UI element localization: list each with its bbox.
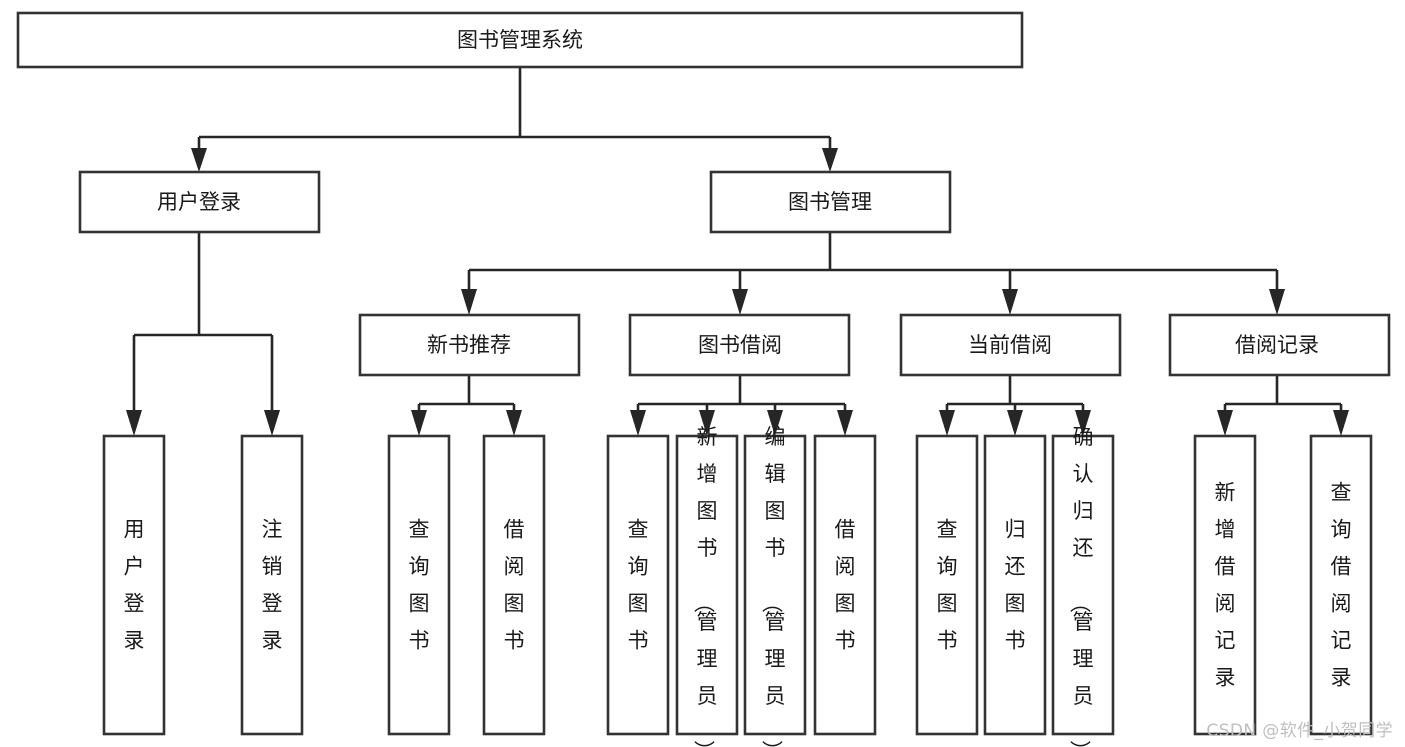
arrow-head-leaf-add-borrow-record [1217, 410, 1233, 436]
leaf-logout-login-label: 注销登录 [262, 518, 283, 653]
node-user-login-label: 用户登录 [157, 190, 241, 214]
connector-book-borrow-to-leaves [630, 375, 853, 436]
arrow-head-leaf-query-book-2 [630, 410, 646, 436]
leaf-confirm-return-label: 确认归还（管理员） [1068, 425, 1094, 747]
node-book-borrow[interactable]: 图书借阅 [628, 313, 851, 377]
leaf-query-book-3-label: 查询图书 [937, 518, 958, 653]
node-book-management-label: 图书管理 [788, 190, 872, 214]
leaf-query-book-3-box[interactable] [915, 434, 979, 736]
arrow-head-leaf-query-borrow-record [1333, 410, 1349, 436]
connector-new-book-recommend-to-leaves [411, 375, 522, 436]
leaf-node-add-book[interactable]: 新增图书（管理员） [675, 425, 739, 747]
arrow-head-book-borrow [732, 289, 748, 315]
arrow-head-leaf-edit-book [767, 410, 783, 436]
leaf-edit-book-label: 编辑图书（管理员） [760, 425, 786, 747]
node-user-login-box[interactable] [78, 170, 321, 234]
leaf-query-book-1-label: 查询图书 [409, 518, 430, 653]
arrow-head-current-borrow [1002, 289, 1018, 315]
leaf-add-borrow-record-box[interactable] [1193, 434, 1257, 736]
leaf-node-query-borrow-record[interactable]: 查询借阅记录 [1309, 434, 1373, 736]
node-book-borrow-label: 图书借阅 [698, 333, 782, 357]
leaf-node-query-book-3[interactable]: 查询图书 [915, 434, 979, 736]
node-borrow-record[interactable]: 借阅记录 [1168, 313, 1391, 377]
node-root-box[interactable] [16, 11, 1024, 69]
leaf-add-borrow-record-label: 新增借阅记录 [1215, 481, 1236, 690]
node-borrow-record-label: 借阅记录 [1235, 333, 1319, 357]
arrow-head-leaf-logout-login [264, 410, 280, 436]
leaf-query-book-2-box[interactable] [606, 434, 670, 736]
node-new-book-recommend-box[interactable] [358, 313, 581, 377]
leaf-node-borrow-book-1[interactable]: 借阅图书 [482, 434, 546, 736]
leaf-query-book-2-label: 查询图书 [628, 518, 649, 653]
leaf-node-borrow-book-2[interactable]: 借阅图书 [813, 434, 877, 736]
leaf-query-borrow-record-label: 查询借阅记录 [1331, 481, 1352, 690]
node-book-borrow-box[interactable] [628, 313, 851, 377]
leaf-borrow-book-1-label: 借阅图书 [504, 518, 525, 653]
arrow-head-leaf-borrow-book-1 [506, 410, 522, 436]
arrow-head-leaf-user-login [126, 410, 142, 436]
arrow-head-leaf-query-book-3 [939, 410, 955, 436]
node-borrow-record-box[interactable] [1168, 313, 1391, 377]
leaf-node-query-book-2[interactable]: 查询图书 [606, 434, 670, 736]
leaf-node-logout-login[interactable]: 注销登录 [240, 434, 304, 736]
leaf-confirm-return-box[interactable] [1051, 434, 1115, 736]
leaf-edit-book-box[interactable] [743, 434, 807, 736]
leaf-node-edit-book[interactable]: 编辑图书（管理员） [743, 425, 807, 747]
connector-current-borrow-to-leaves [939, 375, 1091, 436]
leaf-node-user-login[interactable]: 用户登录 [102, 434, 166, 736]
leaf-borrow-book-2-label: 借阅图书 [835, 518, 856, 653]
arrow-head-new-book-recommend [461, 289, 477, 315]
leaf-logout-login-box[interactable] [240, 434, 304, 736]
leaf-add-book-box[interactable] [675, 434, 739, 736]
leaf-user-login-label: 用户登录 [124, 518, 145, 653]
arrow-head-user-login [191, 148, 207, 172]
leaf-node-query-book-1[interactable]: 查询图书 [387, 434, 451, 736]
arrow-head-leaf-add-book [699, 410, 715, 436]
leaf-node-confirm-return[interactable]: 确认归还（管理员） [1051, 425, 1115, 747]
node-root[interactable]: 图书管理系统 [16, 11, 1024, 69]
leaf-borrow-book-2-box[interactable] [813, 434, 877, 736]
node-new-book-recommend[interactable]: 新书推荐 [358, 313, 581, 377]
arrow-head-book-management [822, 148, 838, 172]
arrow-head-leaf-return-book [1007, 410, 1023, 436]
node-new-book-recommend-label: 新书推荐 [427, 333, 511, 357]
node-root-label: 图书管理系统 [457, 28, 583, 52]
connector-borrow-record-to-leaves [1217, 375, 1349, 436]
node-book-management[interactable]: 图书管理 [709, 170, 952, 234]
node-user-login[interactable]: 用户登录 [78, 170, 321, 234]
node-current-borrow-box[interactable] [899, 313, 1122, 377]
leaf-node-return-book[interactable]: 归还图书 [983, 434, 1047, 736]
leaf-add-book-label: 新增图书（管理员） [692, 425, 718, 747]
node-book-management-box[interactable] [709, 170, 952, 234]
leaf-user-login-box[interactable] [102, 434, 166, 736]
leaf-query-borrow-record-box[interactable] [1309, 434, 1373, 736]
node-current-borrow[interactable]: 当前借阅 [899, 313, 1122, 377]
node-current-borrow-label: 当前借阅 [968, 333, 1052, 357]
arrow-head-leaf-borrow-book-2 [837, 410, 853, 436]
watermark: CSDN @软件_小贺同学 [1206, 721, 1393, 741]
leaf-node-add-borrow-record[interactable]: 新增借阅记录 [1193, 434, 1257, 736]
connector-user-login-to-leaves [126, 232, 280, 436]
connector-book-management-to-level3 [461, 232, 1285, 315]
arrow-head-leaf-confirm-return [1075, 410, 1091, 436]
arrow-head-leaf-query-book-1 [411, 410, 427, 436]
leaf-return-book-label: 归还图书 [1005, 518, 1026, 653]
leaf-return-book-box[interactable] [983, 434, 1047, 736]
leaf-borrow-book-1-box[interactable] [482, 434, 546, 736]
arrow-head-borrow-record [1269, 289, 1285, 315]
connector-root-to-level2 [191, 67, 838, 172]
leaf-query-book-1-box[interactable] [387, 434, 451, 736]
